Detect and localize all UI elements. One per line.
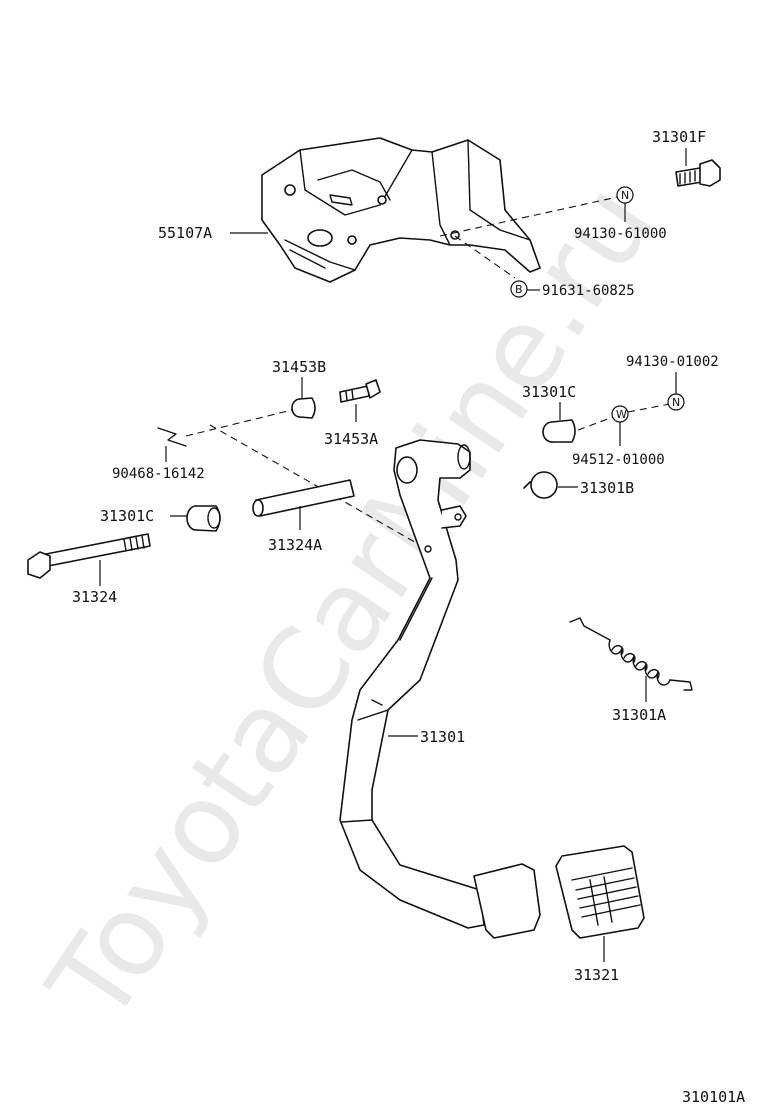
label-31453B: 31453B: [272, 358, 326, 376]
label-90468-16142: 90468-16142: [112, 466, 205, 482]
label-31453A: 31453A: [324, 430, 378, 448]
bolt-symbol-text: B: [515, 283, 523, 296]
pedal-arm-31301: [339, 439, 485, 929]
label-31321: 31321: [574, 966, 619, 984]
clip-90468-16142: [157, 427, 187, 447]
bushing-31453B: [291, 397, 316, 419]
pedal-pad-on-arm: [473, 863, 541, 939]
label-31301: 31301: [420, 728, 465, 746]
spring-31301A: [569, 617, 693, 691]
label-55107A: 55107A: [158, 224, 212, 242]
label-31301C-left: 31301C: [100, 507, 154, 525]
label-94130-01002: 94130-01002: [626, 354, 719, 370]
bushing-31301C-left: [186, 505, 221, 532]
nut-symbol-right-text: N: [672, 396, 680, 409]
label-31324A: 31324A: [268, 536, 322, 554]
label-31301F: 31301F: [652, 128, 706, 146]
bushing-31301C-top: [542, 419, 576, 443]
label-94130-61000: 94130-61000: [574, 226, 667, 242]
label-31301C-top: 31301C: [522, 383, 576, 401]
pedal-bracket-55107A: [261, 137, 541, 283]
nut-symbol-text: N: [621, 189, 629, 202]
label-31324: 31324: [72, 588, 117, 606]
bolt-symbol-b-icon: [510, 280, 528, 298]
collar-31324A: [252, 479, 355, 517]
label-94512-01000: 94512-01000: [572, 452, 665, 468]
bolt-31324: [27, 533, 151, 579]
stopper-bolt-31301F: [675, 159, 721, 187]
label-91631-60825: 91631-60825: [542, 283, 635, 299]
cushion-31301B: [523, 471, 558, 499]
bolt-31453A: [339, 379, 381, 403]
diagram-code: 310101A: [682, 1088, 745, 1106]
label-31301B: 31301B: [580, 479, 634, 497]
pedal-pad-31321: [555, 845, 645, 939]
label-31301A: 31301A: [612, 706, 666, 724]
washer-symbol-text: W: [616, 408, 627, 421]
